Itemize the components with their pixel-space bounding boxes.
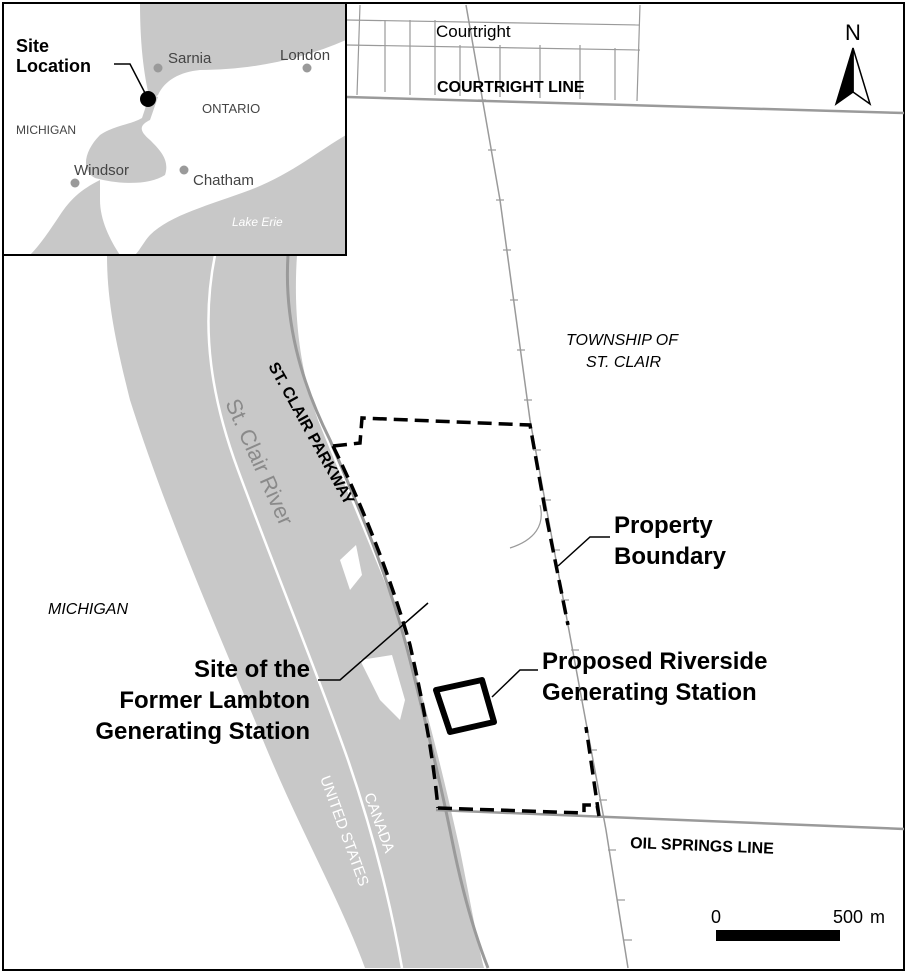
inset-sarnia-label: Sarnia (168, 50, 212, 67)
property-boundary-leader (557, 536, 610, 567)
township-label-line2: ST. CLAIR (586, 354, 661, 371)
scale-bar: 0 500 m (711, 907, 885, 941)
property-boundary-label-line1: Property (614, 512, 713, 539)
inset-site-label-line2: Location (16, 56, 91, 76)
north-arrow-label: N (845, 20, 861, 45)
inset-windsor-dot (70, 178, 80, 188)
railway-ticks (478, 99, 632, 941)
inset-michigan-label: MICHIGAN (16, 123, 76, 137)
inset-site-location-marker (140, 91, 156, 107)
north-arrow: N (834, 20, 872, 106)
inset-lake-huron (140, 3, 346, 100)
lambton-label-line2: Former Lambton (119, 687, 310, 714)
township-label-line1: TOWNSHIP OF (566, 332, 679, 349)
scale-bar-bar (716, 930, 840, 941)
property-boundary-label-line2: Boundary (614, 543, 727, 570)
scale-bar-end: 500 (833, 907, 863, 927)
inset-map: Site Location Sarnia London ONTARIO MICH… (2, 2, 347, 256)
inset-ontario-label: ONTARIO (202, 101, 260, 116)
michigan-label: MICHIGAN (48, 601, 128, 618)
inset-sarnia-dot (153, 63, 163, 73)
inset-site-label-line1: Site (16, 36, 49, 56)
lambton-label-line1: Site of the (194, 656, 310, 683)
rail-spur (509, 504, 542, 549)
oil-springs-line-label: OIL SPRINGS LINE (630, 835, 775, 858)
inset-windsor-label: Windsor (74, 162, 129, 179)
property-boundary-south (437, 726, 601, 817)
international-border (207, 254, 404, 969)
lambton-shoreline-fill (360, 655, 405, 720)
river-shoreline-notch (340, 545, 362, 590)
st-clair-parkway-road (285, 254, 490, 969)
inset-london-label: London (280, 47, 330, 64)
inset-lake-erie (30, 135, 346, 255)
property-boundary (332, 416, 570, 626)
lambton-leader (318, 602, 429, 681)
lambton-label-line3: Generating Station (95, 718, 310, 745)
courtright-line-label: COURTRIGHT LINE (437, 79, 585, 96)
riverside-leader (491, 669, 538, 698)
inset-chatham-dot (179, 165, 189, 175)
riverside-label-line1: Proposed Riverside (542, 648, 767, 675)
scale-bar-start: 0 (711, 907, 721, 927)
riverside-station-footprint (433, 677, 497, 735)
oil-springs-line-road (435, 808, 905, 831)
inset-lake-erie-label: Lake Erie (232, 215, 283, 229)
inset-site-leader (114, 63, 146, 94)
scale-bar-unit: m (870, 907, 885, 927)
inset-chatham-label: Chatham (193, 172, 254, 189)
inset-lake-st-clair (85, 95, 167, 183)
st-clair-river (107, 255, 484, 968)
courtright-line-road (346, 95, 905, 115)
inset-london-dot (302, 63, 312, 73)
courtright-street-grid (346, 4, 641, 102)
property-boundary-west (331, 445, 440, 809)
riverside-label-line2: Generating Station (542, 679, 757, 706)
courtright-label: Courtright (436, 22, 511, 41)
